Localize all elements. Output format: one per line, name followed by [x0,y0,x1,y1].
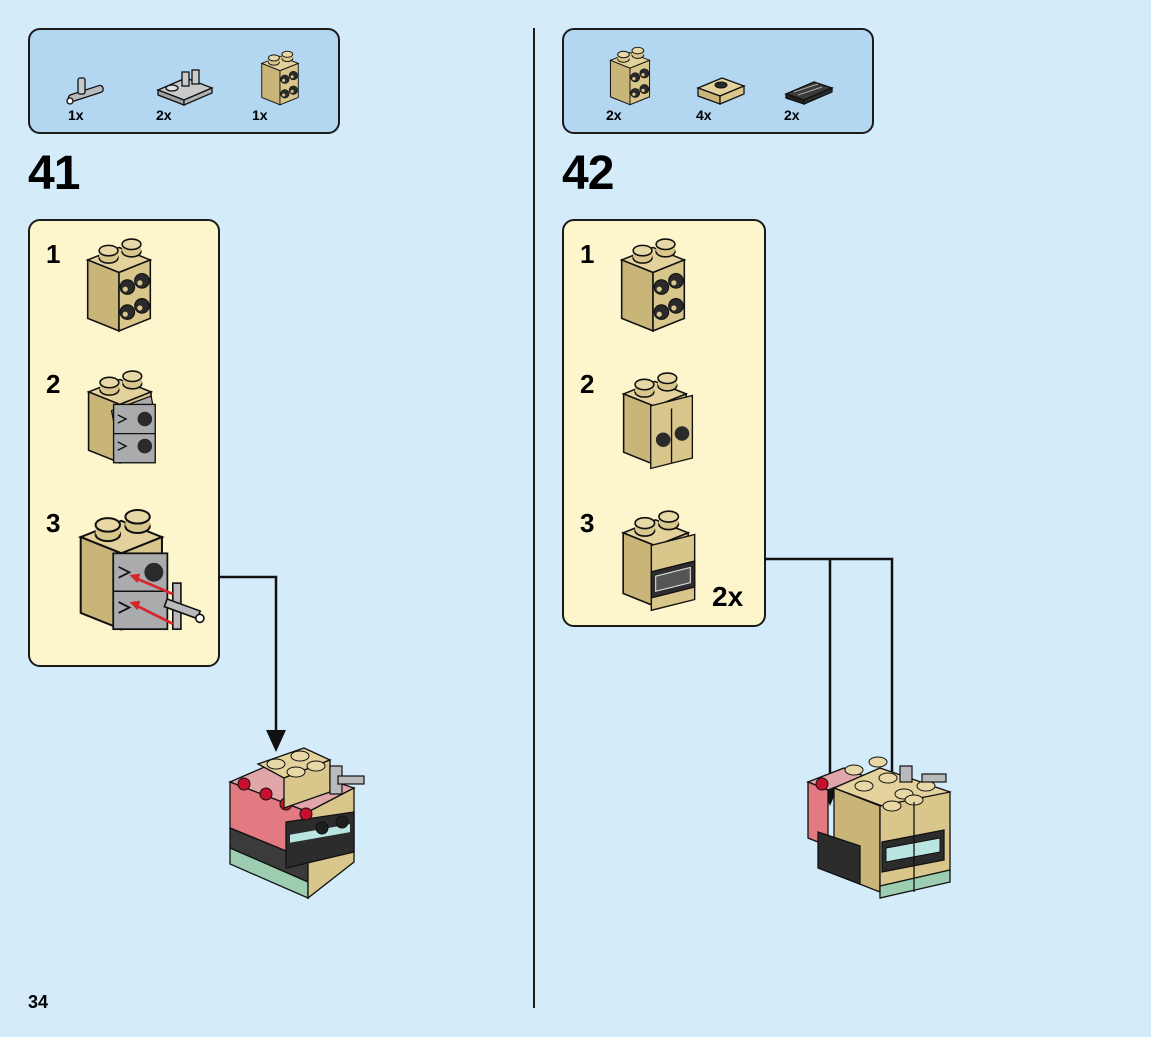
parts-callout-step-42: 2x 4x 2x [562,28,874,134]
substep-panel-42: 1 2 3 2x [562,219,766,627]
parts-callout-step-41: 1x 2x 1x [28,28,340,134]
bracket-assembly-image [620,238,686,332]
grille-tile-icon [784,81,834,105]
part-qty: 1x [252,107,268,123]
step-number: 41 [28,147,80,200]
bracket-with-bar-holder-image [79,508,205,631]
model-assembly-image [806,756,952,899]
bar-holder-connector-icon [66,77,104,105]
part-qty: 2x [784,107,800,123]
bracket-2x2-icon [609,46,651,106]
double-bracket-image [622,372,694,470]
bracket-2x2-icon [261,50,299,106]
part-qty: 2x [606,107,622,123]
substep-number: 2 [46,369,61,399]
substep-number: 1 [46,239,61,269]
substep-number: 2 [580,369,595,399]
substep-panel-41: 1 2 3 [28,219,220,667]
model-assembly-image [228,747,365,900]
callout-arrow-41 [218,575,286,752]
bracket-with-grille-image [622,510,696,612]
part-qty: 2x [156,107,172,123]
substep-number: 3 [46,508,61,538]
bracket-with-clips-image [87,370,156,464]
clip-plate-icon [156,69,214,106]
jumper-plate-icon [696,77,746,105]
page-number: 34 [28,992,49,1012]
quantity-multiplier: 2x [712,581,744,612]
part-qty: 4x [696,107,712,123]
step-number: 42 [562,147,614,200]
page-divider [533,28,535,1008]
bracket-assembly-image [86,238,152,332]
part-qty: 1x [68,107,84,123]
substep-number: 3 [580,508,595,538]
substep-number: 1 [580,239,595,269]
